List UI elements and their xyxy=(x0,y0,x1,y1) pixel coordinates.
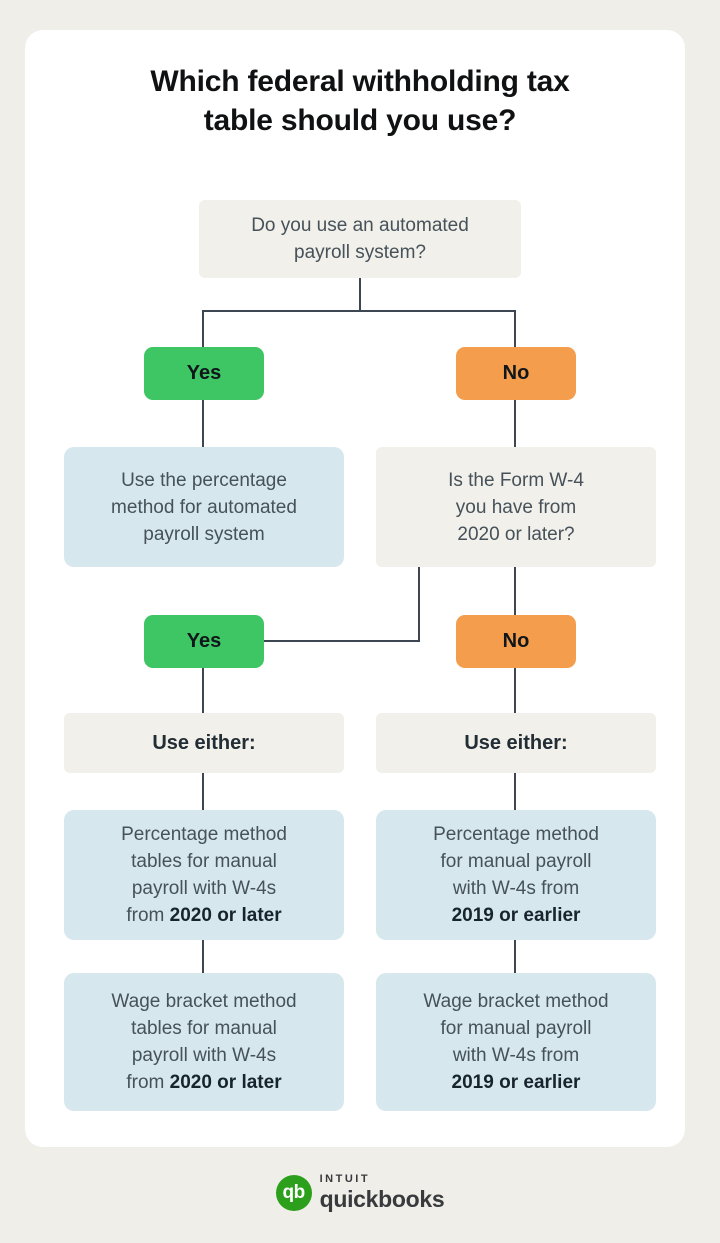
no-badge-2-label: No xyxy=(502,630,530,652)
connector-w4-yes-horizontal xyxy=(263,640,420,642)
automated-result-text: Use the percentage method for automated … xyxy=(111,469,297,545)
use-either-right-text: Use either: xyxy=(464,731,568,754)
connector-right-col-down-2 xyxy=(514,940,516,973)
no-badge-1: No xyxy=(456,347,576,400)
use-either-left-box: Use either: xyxy=(64,713,344,773)
percentage-2020-text: Percentage method tables for manual payr… xyxy=(121,824,287,926)
percentage-2019-box: Percentage method for manual payroll wit… xyxy=(376,810,656,940)
automated-result-box: Use the percentage method for automated … xyxy=(64,447,344,567)
connector-branch1-horizontal xyxy=(202,310,516,312)
connector-yes1-down xyxy=(202,400,204,447)
yes-badge-2: Yes xyxy=(144,615,264,668)
yes-badge-2-label: Yes xyxy=(186,630,222,652)
connector-yes2-down xyxy=(202,668,204,713)
wage-bracket-2020-text: Wage bracket method tables for manual pa… xyxy=(111,991,297,1093)
connector-w4-no-down xyxy=(514,567,516,615)
no-badge-1-label: No xyxy=(502,362,530,384)
footer: qb INTUIT quickbooks xyxy=(0,1174,720,1211)
percentage-2019-text: Percentage method for manual payroll wit… xyxy=(433,824,599,926)
intuit-quickbooks-logo: qb INTUIT quickbooks xyxy=(275,1173,445,1212)
page-title: Which federal withholding tax table shou… xyxy=(150,65,570,137)
wage-bracket-2019-box: Wage bracket method for manual payroll w… xyxy=(376,973,656,1111)
connector-no1-down xyxy=(514,400,516,447)
wage-bracket-2020-box: Wage bracket method tables for manual pa… xyxy=(64,973,344,1111)
connector-w4-yes-down xyxy=(418,567,420,642)
connector-branch1-left-down xyxy=(202,310,204,347)
connector-root-down xyxy=(359,278,361,312)
yes-badge-1-label: Yes xyxy=(186,362,222,384)
root-question-box: Do you use an automated payroll system? xyxy=(199,200,521,278)
connector-left-col-down-1 xyxy=(202,773,204,810)
connector-branch1-right-down xyxy=(514,310,516,347)
quickbooks-wordmark: quickbooks xyxy=(319,1186,445,1212)
connector-no2-down xyxy=(514,668,516,713)
w4-question-box: Is the Form W-4 you have from 2020 or la… xyxy=(376,447,656,567)
connector-right-col-down-1 xyxy=(514,773,516,810)
w4-question-text: Is the Form W-4 you have from 2020 or la… xyxy=(448,469,584,545)
qb-glyph: qb xyxy=(282,1181,305,1203)
no-badge-2: No xyxy=(456,615,576,668)
use-either-right-box: Use either: xyxy=(376,713,656,773)
percentage-2020-box: Percentage method tables for manual payr… xyxy=(64,810,344,940)
connector-left-col-down-2 xyxy=(202,940,204,973)
root-question-text: Do you use an automated payroll system? xyxy=(251,215,469,263)
quickbooks-logo-icon: qb xyxy=(275,1174,312,1211)
wage-bracket-2019-text: Wage bracket method for manual payroll w… xyxy=(423,991,609,1093)
yes-badge-1: Yes xyxy=(144,347,264,400)
use-either-left-text: Use either: xyxy=(152,731,256,754)
intuit-wordmark: INTUIT xyxy=(319,1173,371,1185)
